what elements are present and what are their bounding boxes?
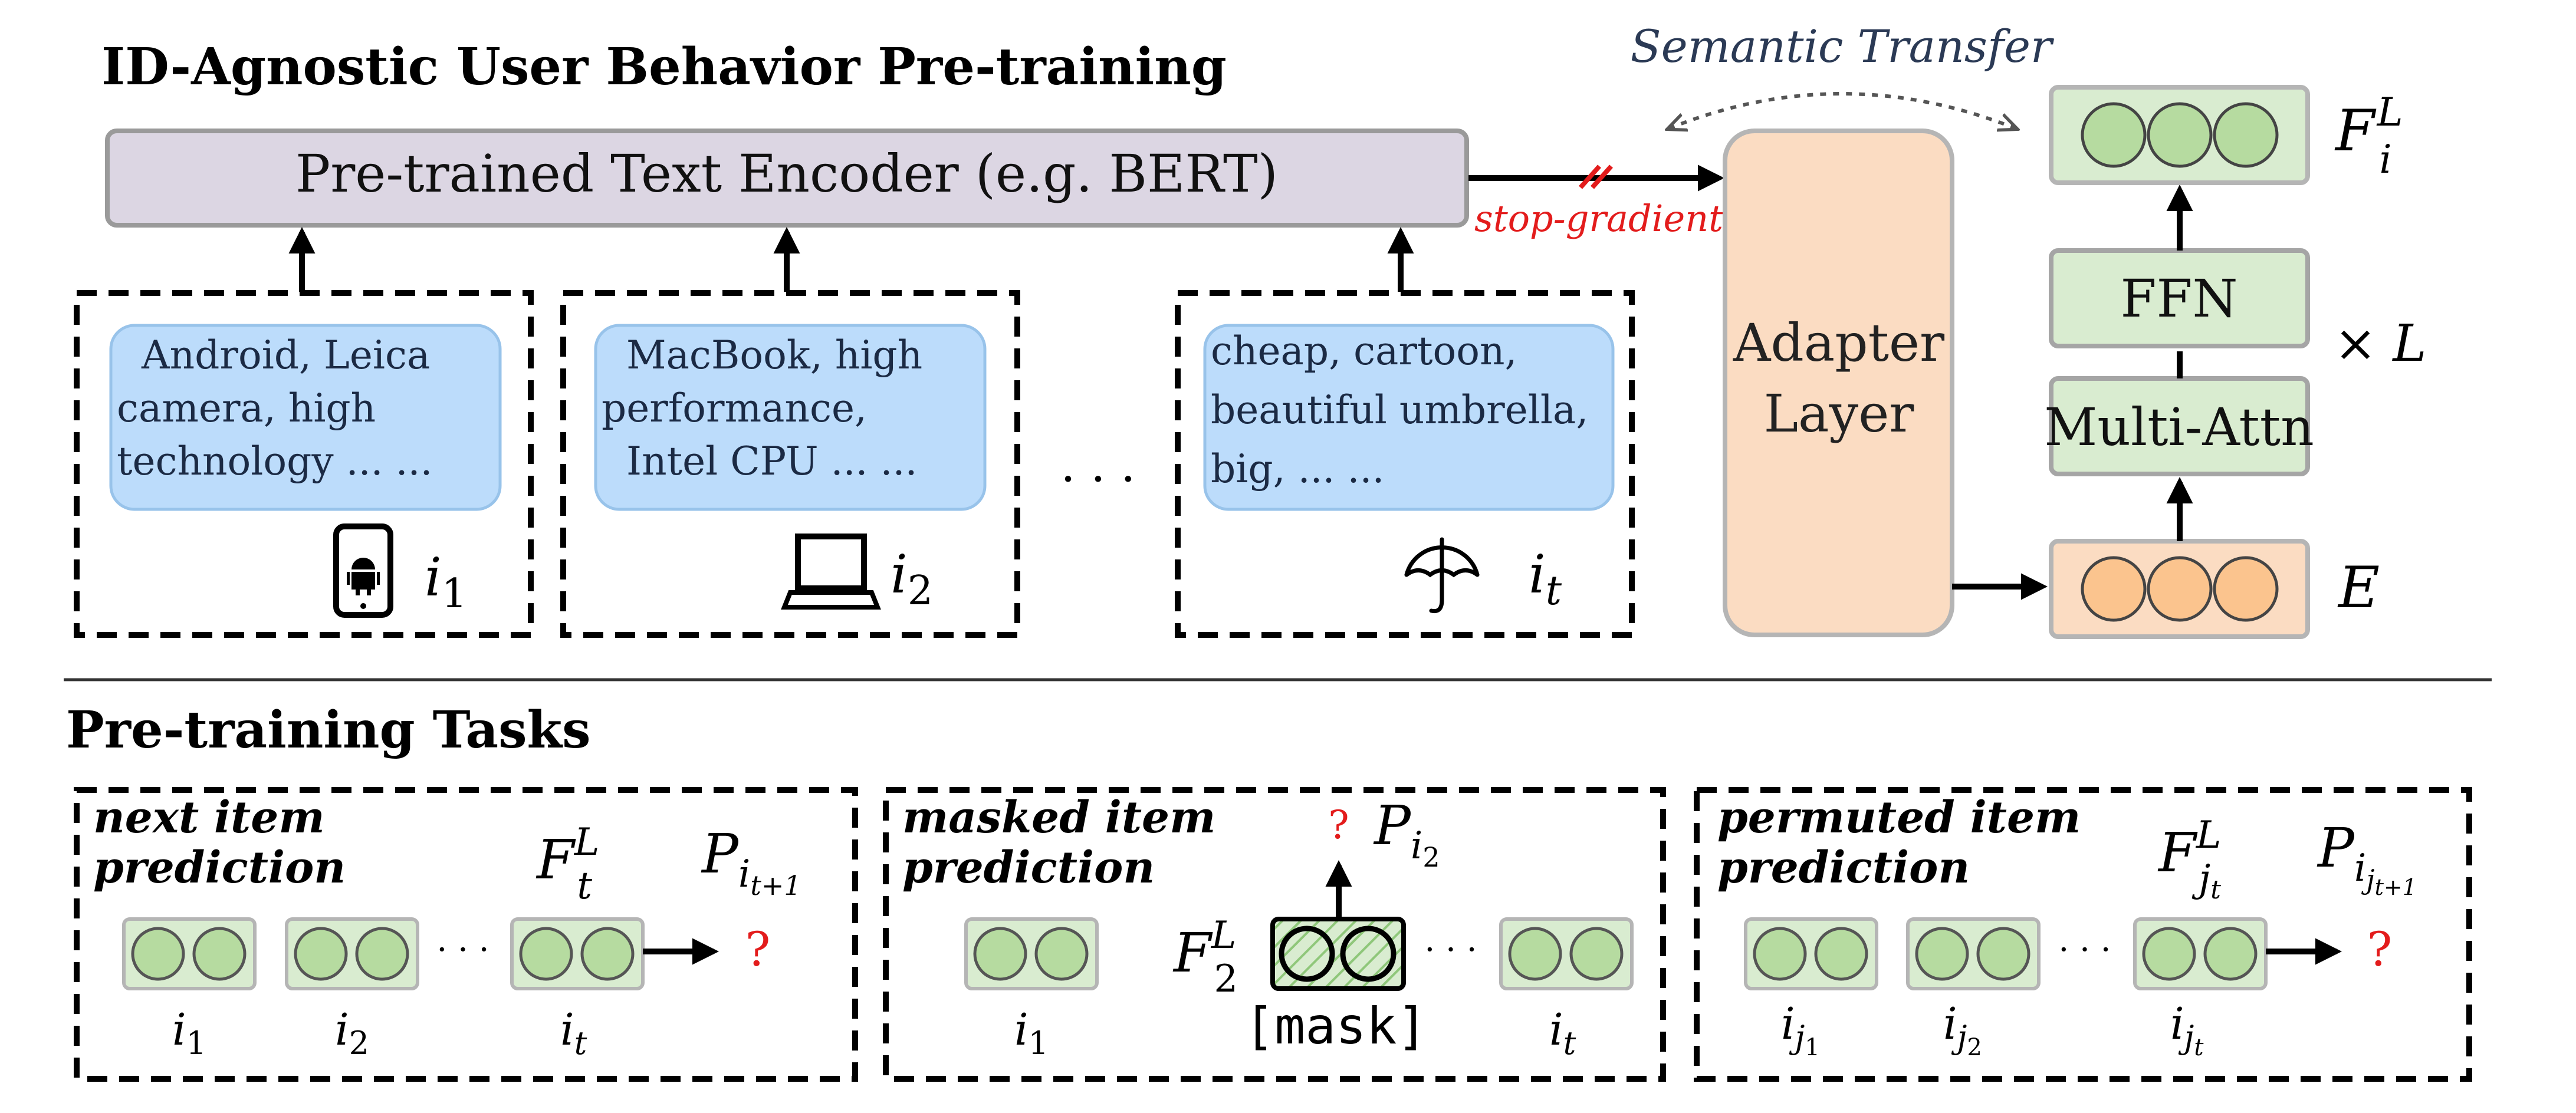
- embedding-e-label: E: [2337, 555, 2380, 621]
- item-text-1-line3: technology ... ...: [117, 439, 433, 484]
- task3-item-vector-2: [1906, 917, 2041, 990]
- task2-title-line2: prediction: [902, 842, 1155, 893]
- task3-title-line1: permuted item: [1717, 792, 2081, 843]
- task2-label-t: it: [1549, 1005, 1576, 1062]
- item-text-1-line2: camera, high: [117, 386, 376, 431]
- semantic-transfer-arrow: [1669, 92, 2016, 129]
- task2-question: ?: [1328, 802, 1349, 848]
- task2-masked-vector: [1270, 917, 1406, 991]
- task1-title-line1: next item: [93, 792, 325, 843]
- task1-item-vector-1: [122, 917, 257, 990]
- task1-label-2: i2: [335, 1005, 369, 1062]
- task1-ellipsis: · · ·: [436, 931, 489, 969]
- item-box-1: Android, Leica camera, high technology .…: [74, 290, 534, 638]
- times-l-label: × L: [2334, 314, 2427, 373]
- task3-label-2: ij2: [1943, 999, 1982, 1061]
- adapter-layer-label-line1: Adapter: [1733, 312, 1945, 373]
- task3-item-vector-1: [1744, 917, 1878, 990]
- item-text-box-2: [594, 324, 987, 511]
- task1-item-vector-t: [510, 917, 645, 990]
- section-title-tasks: Pre-training Tasks: [66, 700, 591, 760]
- task3-question: ?: [2367, 922, 2393, 977]
- item-text-box-1: [109, 324, 502, 511]
- item-text-t-line1: cheap, cartoon,: [1211, 328, 1517, 374]
- task3-label-1: ij1: [1781, 999, 1820, 1061]
- task2-item-vector-1: [964, 917, 1099, 990]
- item-box-t: cheap, cartoon, beautiful umbrella, big,…: [1175, 290, 1635, 638]
- task3-ellipsis: · · ·: [2058, 931, 2111, 969]
- section-title-pretraining: ID-Agnostic User Behavior Pre-training: [101, 37, 1227, 97]
- embedding-e-box: [2049, 539, 2310, 639]
- stop-gradient-mark: [1579, 164, 1613, 189]
- task2-title-line1: masked item: [902, 792, 1215, 843]
- task2-mask-token: [mask]: [1244, 997, 1428, 1056]
- item-text-t-line3: big, ... ...: [1211, 446, 1384, 492]
- semantic-transfer-label: Semantic Transfer: [1631, 20, 2055, 73]
- task3-p-label: Pijt+1: [2317, 816, 2417, 900]
- task2-p-label: Pi2: [1373, 794, 1440, 873]
- item-id-1: i1: [425, 546, 467, 617]
- task2-item-vector-t: [1499, 917, 1634, 990]
- text-encoder-label: Pre-trained Text Encoder (e.g. BERT): [295, 143, 1278, 204]
- item-text-2-line3: Intel CPU ... ...: [626, 439, 917, 484]
- adapter-layer-label-line2: Layer: [1764, 383, 1915, 444]
- item-id-2: i2: [891, 544, 933, 614]
- stop-gradient-label: stop-gradient: [1474, 197, 1723, 240]
- multi-attn-label: Multi-Attn: [2044, 397, 2314, 457]
- ffn-label: FFN: [2120, 268, 2237, 329]
- item-box-2: MacBook, high performance, Intel CPU ...…: [560, 290, 1020, 638]
- text-encoder-box: [105, 129, 1469, 228]
- umbrella-icon: [1404, 537, 1480, 614]
- task3-label-t: ijt: [2170, 999, 2204, 1061]
- output-f-box: [2049, 85, 2310, 185]
- item-id-t: it: [1529, 544, 1562, 614]
- android-phone-icon: [333, 523, 393, 618]
- task1-p-label: Pit+1: [701, 822, 801, 901]
- task1-question: ?: [745, 922, 771, 977]
- task3-item-vector-t: [2133, 917, 2268, 990]
- item-text-2-line2: performance,: [602, 386, 867, 431]
- laptop-icon: [781, 534, 881, 610]
- item-text-t-line2: beautiful umbrella,: [1211, 387, 1588, 433]
- task1-label-t: it: [560, 1005, 587, 1062]
- item-text-box-t: [1203, 324, 1615, 511]
- task2-label-1: i1: [1014, 1005, 1049, 1062]
- task1-label-1: i1: [172, 1005, 206, 1062]
- item-text-1-line1: Android, Leica: [141, 332, 430, 378]
- task1-item-vector-2: [285, 917, 419, 990]
- item-text-2-line1: MacBook, high: [626, 332, 922, 378]
- items-ellipsis: · · ·: [1060, 452, 1135, 506]
- task2-ellipsis: · · ·: [1424, 931, 1477, 969]
- task3-title-line2: prediction: [1717, 842, 1970, 893]
- task1-title-line2: prediction: [93, 842, 346, 893]
